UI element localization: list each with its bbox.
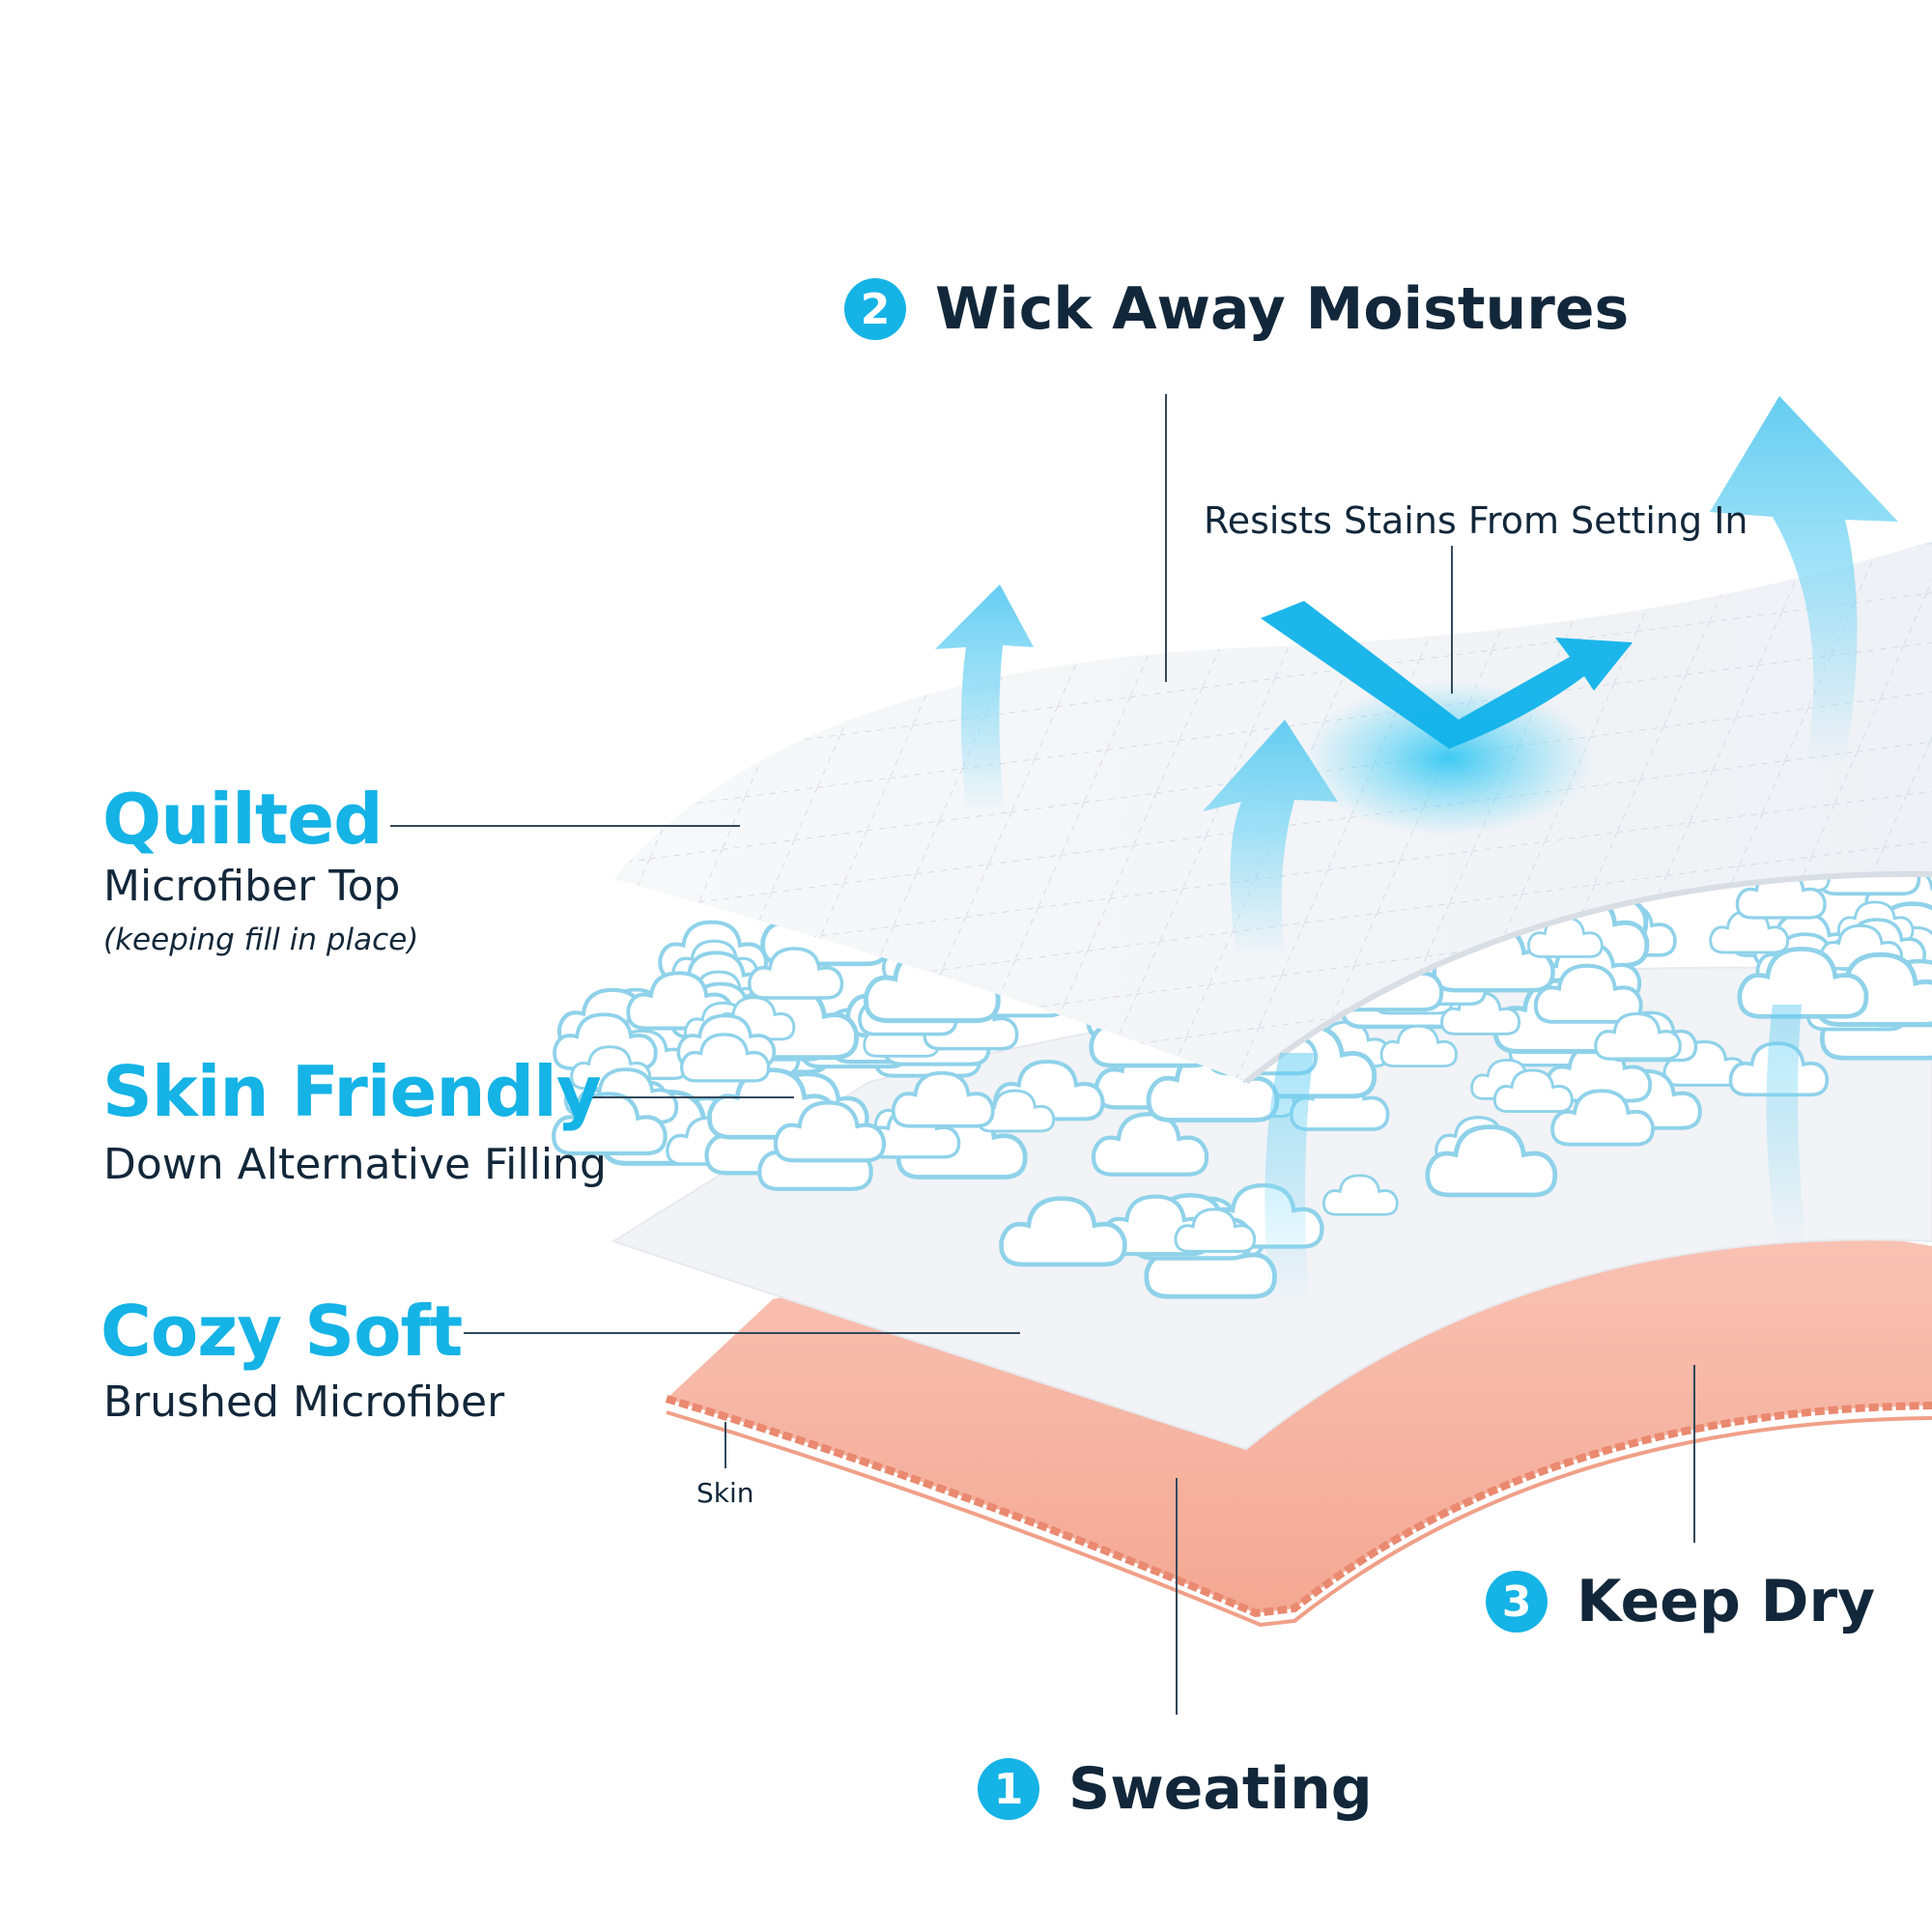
quilted-subtitle: Microfiber Top (103, 862, 401, 911)
quilted-title: Quilted (102, 779, 384, 860)
up-arrow-icon (1203, 720, 1338, 956)
resists-stains-label: Resists Stains From Setting In (1204, 499, 1748, 542)
cozy-soft-title: Cozy Soft (100, 1291, 463, 1372)
step-keep-dry: 3 Keep Dry (1486, 1571, 1875, 1633)
up-arrow-icon (935, 584, 1034, 811)
skin-friendly-title: Skin Friendly (102, 1051, 602, 1132)
up-arrow-icon (1710, 396, 1898, 763)
up-arrow-icon (1264, 1053, 1314, 1304)
step-number-badge: 1 (978, 1758, 1039, 1820)
step-label: Keep Dry (1577, 1568, 1876, 1635)
step-number-badge: 3 (1486, 1571, 1548, 1633)
step-sweating: 1 Sweating (978, 1758, 1373, 1820)
cozy-soft-subtitle: Brushed Microfiber (103, 1378, 505, 1427)
step-label: Wick Away Moistures (935, 275, 1630, 343)
skin-label: Skin (696, 1477, 754, 1509)
step-wick-away: 2 Wick Away Moistures (844, 278, 1629, 340)
stain-glow (1304, 681, 1594, 836)
check-arrow-icon (1261, 601, 1633, 749)
up-arrow-icon (1766, 1005, 1806, 1246)
quilted-note: (keeping fill in place) (103, 923, 419, 957)
skin-friendly-subtitle: Down Alternative Filling (103, 1140, 607, 1189)
step-label: Sweating (1068, 1755, 1373, 1823)
step-number-badge: 2 (844, 278, 906, 340)
